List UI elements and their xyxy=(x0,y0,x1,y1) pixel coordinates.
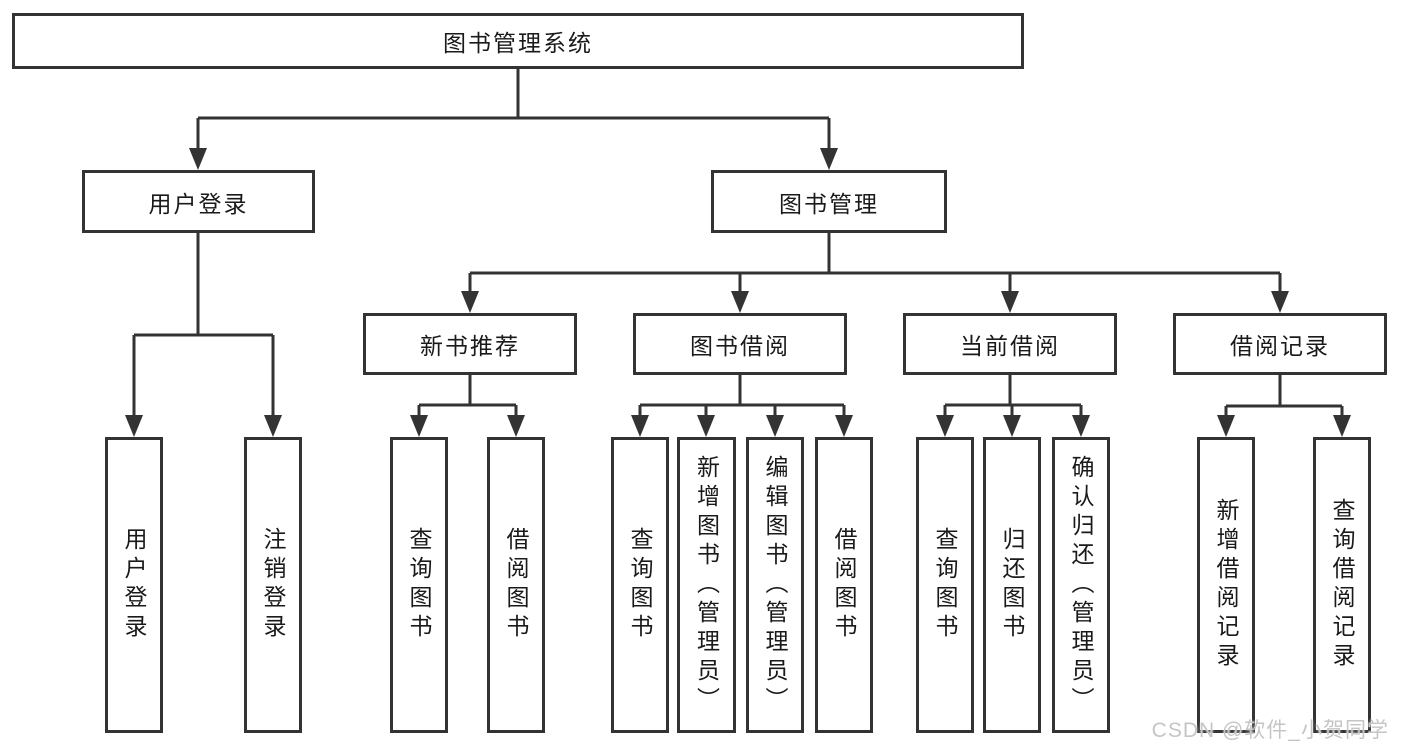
leaf-nbr-query-books-label: 查询图书 xyxy=(406,527,432,643)
leaf-user-login-label: 用户登录 xyxy=(121,527,147,643)
node-root-label: 图书管理系统 xyxy=(443,30,593,56)
leaf-cb-confirm-return-admin-label: 确认归还（管理员） xyxy=(1068,454,1094,716)
leaf-bb-borrow-books: 借阅图书 xyxy=(815,437,873,733)
leaf-bb-edit-book-admin: 编辑图书（管理员） xyxy=(746,437,804,733)
leaf-cb-return-book: 归还图书 xyxy=(983,437,1041,733)
leaf-br-add-record-label: 新增借阅记录 xyxy=(1213,498,1239,672)
leaf-logout-label: 注销登录 xyxy=(260,527,286,643)
leaf-br-add-record: 新增借阅记录 xyxy=(1197,437,1255,733)
node-book-borrow: 图书借阅 xyxy=(633,313,847,375)
node-user-login: 用户登录 xyxy=(82,170,315,233)
leaf-nbr-borrow-books: 借阅图书 xyxy=(487,437,545,733)
leaf-bb-query-books: 查询图书 xyxy=(611,437,669,733)
leaf-bb-query-books-label: 查询图书 xyxy=(627,527,653,643)
node-book-management-label: 图书管理 xyxy=(779,190,879,217)
node-user-login-label: 用户登录 xyxy=(148,190,249,217)
leaf-cb-confirm-return-admin: 确认归还（管理员） xyxy=(1052,437,1110,733)
arrowheads xyxy=(125,148,1351,437)
leaf-bb-borrow-books-label: 借阅图书 xyxy=(831,527,857,643)
node-book-borrow-label: 图书借阅 xyxy=(690,333,790,359)
leaf-cb-query-books-label: 查询图书 xyxy=(932,527,958,643)
leaf-br-query-record-label: 查询借阅记录 xyxy=(1329,498,1355,672)
node-borrow-records-label: 借阅记录 xyxy=(1230,333,1330,359)
leaf-cb-query-books: 查询图书 xyxy=(916,437,974,733)
node-root: 图书管理系统 xyxy=(12,13,1024,69)
leaf-bb-add-book-admin: 新增图书（管理员） xyxy=(677,437,736,733)
node-borrow-records: 借阅记录 xyxy=(1173,313,1387,375)
leaf-bb-edit-book-admin-label: 编辑图书（管理员） xyxy=(762,454,788,716)
leaf-user-login: 用户登录 xyxy=(105,437,163,733)
node-current-borrow: 当前借阅 xyxy=(903,313,1117,375)
node-current-borrow-label: 当前借阅 xyxy=(960,333,1060,359)
csdn-watermark: CSDN @软件_小贺同学 xyxy=(1151,719,1389,742)
leaf-nbr-query-books: 查询图书 xyxy=(390,437,448,733)
node-book-management: 图书管理 xyxy=(711,170,947,233)
leaf-bb-add-book-admin-label: 新增图书（管理员） xyxy=(693,454,720,716)
leaf-nbr-borrow-books-label: 借阅图书 xyxy=(503,527,529,643)
node-new-book-recommend-label: 新书推荐 xyxy=(420,333,520,359)
leaf-br-query-record: 查询借阅记录 xyxy=(1313,437,1371,733)
node-new-book-recommend: 新书推荐 xyxy=(363,313,577,375)
leaf-cb-return-book-label: 归还图书 xyxy=(999,527,1025,643)
leaf-logout: 注销登录 xyxy=(244,437,302,733)
